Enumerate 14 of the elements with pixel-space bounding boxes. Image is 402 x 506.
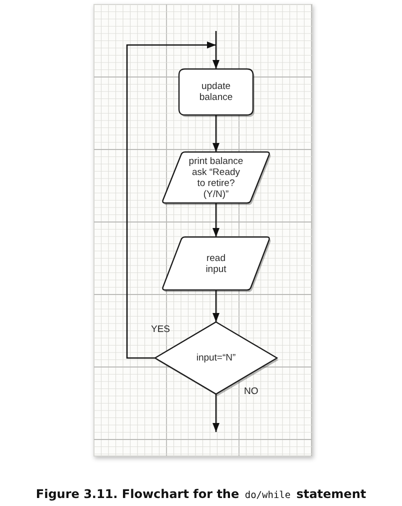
step-text: update balance (198, 81, 234, 103)
edge-label: NO (244, 387, 258, 397)
step-text: read input (204, 252, 228, 274)
arrow (212, 203, 220, 237)
arrow (212, 115, 220, 152)
figure-caption: Figure 3.11. Flowchart for the do/while statement (36, 487, 366, 503)
condition-text: input=“N” (196, 352, 236, 364)
arrow (212, 290, 220, 322)
arrow (212, 394, 220, 432)
input-output-parallelogram (162, 152, 270, 203)
input-output-parallelogram (162, 237, 270, 290)
connector-line (215, 31, 217, 45)
process-box (179, 69, 253, 115)
step-text: print balance ask “Ready to retire? (Y/N)” (188, 156, 244, 200)
